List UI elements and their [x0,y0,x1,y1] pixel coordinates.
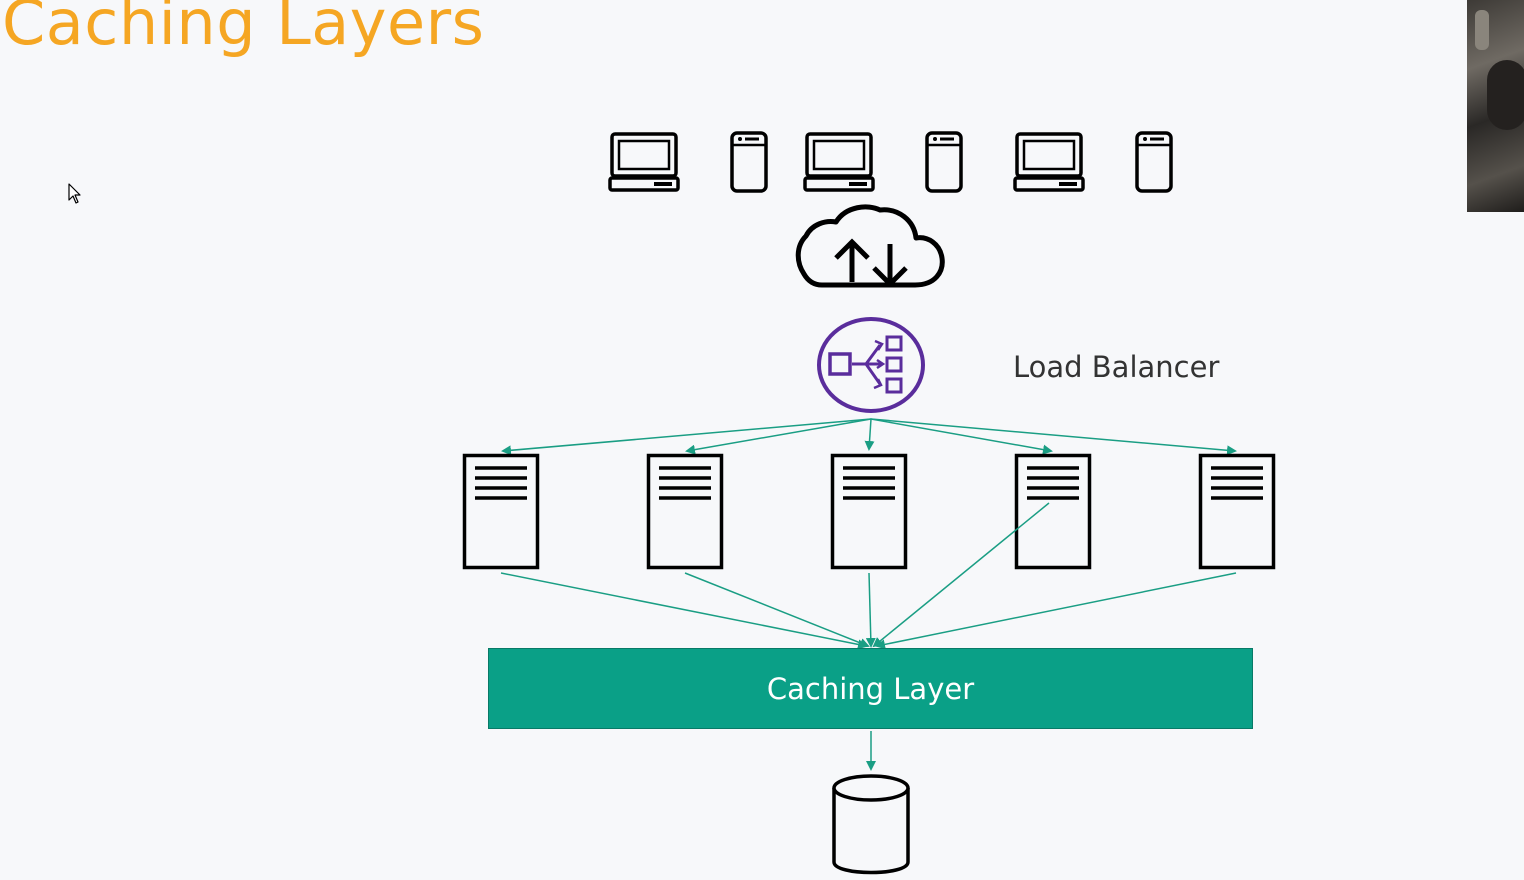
laptop-icon [608,132,680,192]
load-balancer-icon [817,317,925,413]
presenter-webcam [1467,0,1524,212]
server-icon [462,453,540,570]
slide-title: Caching Layers [2,0,485,59]
cloud-upload-download-icon [795,204,945,288]
laptop-icon [803,132,875,192]
caching-layer-label: Caching Layer [766,671,975,706]
mouse-cursor-icon [68,183,81,204]
server-to-cache-arrows [500,502,1237,650]
server-icon [1014,453,1092,570]
phone-icon [1135,131,1173,193]
database-icon [832,774,910,875]
caching-layer-box: Caching Layer [488,648,1253,729]
laptop-icon [1013,132,1085,192]
lb-to-server-arrows [501,418,1237,456]
load-balancer-label: Load Balancer [1013,350,1220,384]
server-icon [830,453,908,570]
server-icon [646,453,724,570]
server-icon [1198,453,1276,570]
phone-icon [925,131,963,193]
phone-icon [730,131,768,193]
